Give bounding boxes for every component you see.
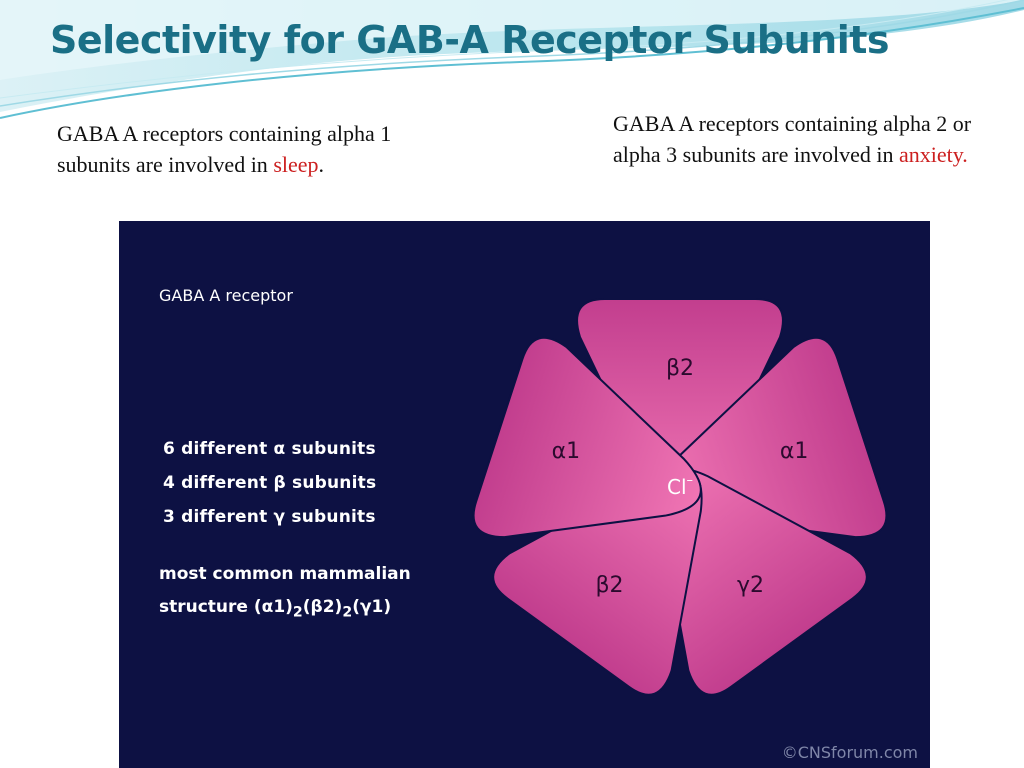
structure-prefix: structure (159, 597, 254, 617)
subunit-petal-5 (472, 336, 702, 539)
subunit-label-3: γ2 (737, 573, 764, 598)
right-caption-highlight: anxiety. (898, 142, 968, 167)
receptor-petals: β2 α1 γ2 β2 α1 (472, 298, 888, 696)
left-caption-text: GABA A receptors containing alpha 1 subu… (57, 121, 392, 177)
header-wave-decoration (0, 0, 1024, 119)
right-caption-text: GABA A receptors containing alpha 2 or a… (613, 111, 972, 167)
subunit-label-1: β2 (666, 356, 694, 381)
receptor-figure-panel: β2 α1 γ2 β2 α1 Cl– GABA A receptor 6 differe… (119, 221, 930, 768)
left-caption-suffix: . (318, 152, 325, 177)
structure-line-2: structure (α1)2(β2)2(γ1) (159, 597, 391, 620)
structure-part-alpha: (α1) (253, 597, 293, 617)
left-caption: GABA A receptors containing alpha 1 subu… (57, 118, 417, 180)
gamma-subunit-count: 3 different γ subunits (163, 507, 376, 527)
subunit-label-5: α1 (552, 439, 581, 464)
structure-part-gamma: (γ1) (352, 597, 392, 617)
structure-sub-beta: 2 (342, 604, 353, 621)
subunit-label-2: α1 (780, 439, 809, 464)
subunit-shape (472, 336, 702, 539)
left-caption-highlight: sleep (273, 152, 319, 177)
structure-line-1: most common mammalian (159, 564, 411, 584)
panel-title: GABA A receptor (159, 286, 293, 305)
slide-title: Selectivity for GAB-A Receptor Subunits (50, 18, 890, 62)
alpha-subunit-count: 6 different α subunits (163, 439, 376, 459)
right-caption: GABA A receptors containing alpha 2 or a… (613, 108, 973, 170)
beta-subunit-count: 4 different β subunits (163, 473, 377, 493)
receptor-diagram: β2 α1 γ2 β2 α1 Cl– (472, 298, 888, 696)
chloride-ion-label: Cl– (667, 473, 693, 499)
cnsforum-credit: ©CNSforum.com (781, 743, 918, 762)
structure-sub-alpha: 2 (292, 604, 303, 621)
structure-part-beta: (β2) (302, 597, 343, 617)
subunit-label-4: β2 (595, 573, 623, 598)
